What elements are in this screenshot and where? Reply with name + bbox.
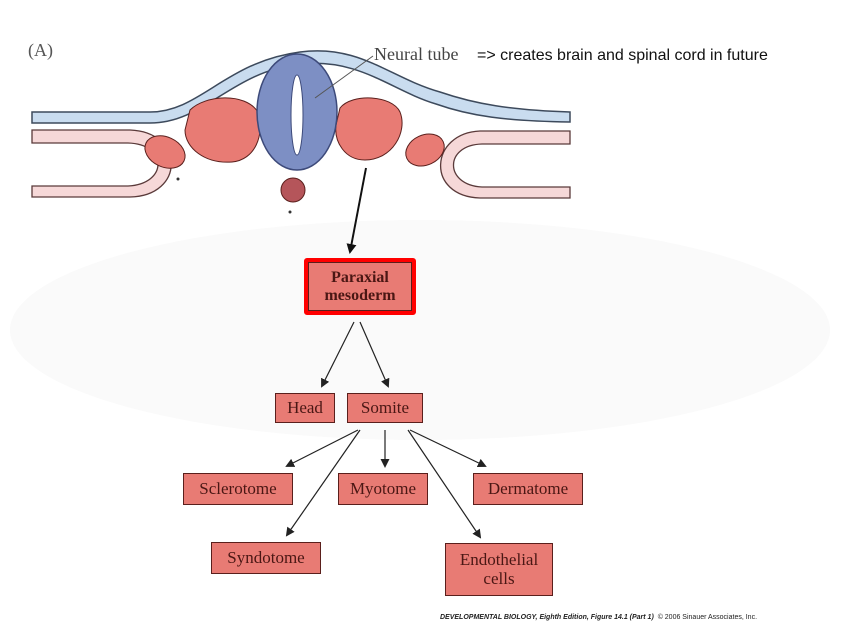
arrow-to-syndotome [285,429,361,537]
arrow-to-endothelial [407,429,482,539]
arrow-to-dermatome [409,429,487,468]
arrow-to-sclerotome [285,429,359,467]
sclerotome-box: Sclerotome [183,473,293,505]
figure-caption: DEVELOPMENTAL BIOLOGY, Eighth Edition, F… [440,614,757,621]
paraxial-line2: mesoderm [324,286,396,304]
endothelial-cells-box: Endothelial cells [445,543,553,596]
pointer-dot [176,177,180,181]
caption-copyright: © 2006 Sinauer Associates, Inc. [657,614,758,621]
head-box: Head [275,393,335,423]
neural-tube-leader-line [314,55,374,99]
right-lateral-plate [440,130,571,199]
notochord-dot [288,210,292,214]
neural-tube-label: Neural tube [374,44,459,64]
neural-tube-note: => creates brain and spinal cord in futu… [477,47,768,64]
caption-title: DEVELOPMENTAL BIOLOGY, Eighth Edition, F… [440,614,654,621]
endothelial-line2: cells [483,568,515,588]
arrow-to-paraxial [346,167,367,254]
neural-canal [290,74,304,156]
endothelial-line1: Endothelial [459,549,539,569]
arrow-to-somite [359,321,390,388]
myotome-box: Myotome [338,473,428,505]
right-intermediate-mesoderm [405,133,445,167]
left-paraxial-mesoderm [184,97,261,163]
left-intermediate-mesoderm [144,135,186,169]
paraxial-line1: Paraxial [331,268,389,286]
right-paraxial-mesoderm [335,97,403,161]
notochord [280,177,306,203]
somite-box: Somite [347,393,423,423]
background-haze [10,220,830,440]
panel-label: (A) [28,40,53,60]
arrow-to-head [321,321,355,388]
dermatome-box: Dermatome [473,473,583,505]
syndotome-box: Syndotome [211,542,321,574]
paraxial-mesoderm-box: Paraxial mesoderm [304,258,416,315]
